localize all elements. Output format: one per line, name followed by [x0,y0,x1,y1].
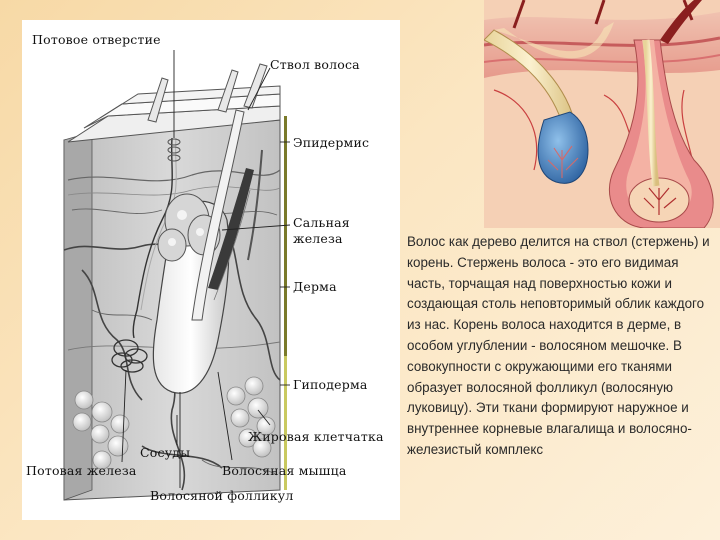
hair-follicle-image [484,0,720,228]
label-sebaceous-gland-1: Сальная [293,215,350,230]
label-hair-shaft: Ствол волоса [270,57,360,72]
skin-diagram-illustration [63,50,291,501]
description-text: Волос как дерево делится на ствол (стерж… [407,234,710,457]
label-sweat-gland: Потовая железа [26,463,137,478]
label-dermis: Дерма [293,279,337,294]
label-fat-tissue: Жировая клетчатка [248,429,384,444]
label-sebaceous-gland-2: железа [293,231,343,246]
label-hair-follicle: Волосяной фолликул [150,488,294,503]
label-sweat-pore: Потовое отверстие [32,32,161,47]
label-vessels: Сосуды [140,445,191,460]
label-hair-muscle: Волосяная мышца [222,463,347,478]
label-epidermis: Эпидермис [293,135,370,150]
hair-follicle-illustration [484,0,720,228]
skin-diagram: Потовое отверстие Ствол волоса Эпидермис… [22,20,400,520]
label-hypodermis: Гиподерма [293,377,368,392]
